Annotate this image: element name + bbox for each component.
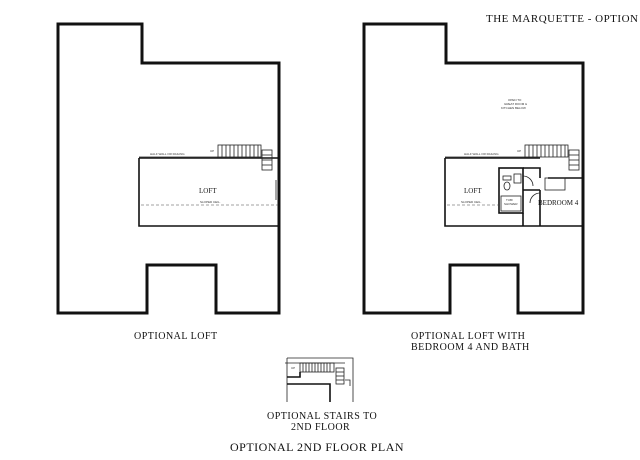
footer-title: OPTIONAL 2ND FLOOR PLAN bbox=[230, 440, 404, 454]
tub-icon bbox=[500, 195, 522, 212]
right-plan-caption-2: BEDROOM 4 AND BATH bbox=[411, 342, 530, 353]
right-plan-outline bbox=[362, 22, 585, 315]
plan-optional-loft: UP HALF WALL OR RAILING LOFT SLOPED CEIL… bbox=[56, 22, 281, 315]
left-plan-caption: OPTIONAL LOFT bbox=[134, 331, 218, 342]
svg-text:SHOWER: SHOWER bbox=[504, 202, 518, 206]
open-below-note-1: OPEN TO bbox=[508, 98, 522, 102]
left-plan-outline bbox=[56, 22, 281, 315]
toilet-icon bbox=[503, 181, 511, 191]
sink-icon bbox=[513, 173, 522, 184]
open-below-note-3: KITCHEN BELOW bbox=[501, 106, 526, 110]
bedroom-door-swing bbox=[529, 192, 541, 204]
right-sloped-ceiling-note: SLOPED CEIL. bbox=[461, 200, 482, 204]
right-railing-note: HALF WALL OR RAILING bbox=[464, 152, 499, 156]
plan-optional-stairs: UP bbox=[285, 357, 354, 402]
left-room-label-loft: LOFT bbox=[199, 187, 217, 195]
right-loft-area bbox=[444, 157, 583, 227]
right-room-label-loft: LOFT bbox=[464, 187, 482, 195]
svg-text:UP: UP bbox=[517, 149, 521, 153]
svg-text:UP: UP bbox=[291, 366, 295, 370]
stairs-caption-1: OPTIONAL STAIRS TO bbox=[267, 411, 377, 422]
right-room-label-bedroom: BEDROOM 4 bbox=[538, 199, 579, 207]
left-railing-note: HALF WALL OR RAILING bbox=[150, 152, 185, 156]
left-stairs: UP bbox=[210, 144, 273, 171]
svg-text:TUB/: TUB/ bbox=[506, 198, 513, 202]
open-below-note-2: GREAT ROOM & bbox=[504, 102, 527, 106]
stairs-plan-outline bbox=[286, 357, 354, 402]
svg-text:UP: UP bbox=[210, 149, 214, 153]
bedroom-walls bbox=[522, 167, 583, 226]
right-stairs: UP bbox=[517, 144, 580, 171]
bath: TUB/ SHOWER bbox=[498, 167, 524, 214]
bath-door-swing bbox=[522, 175, 534, 187]
stairs-flight: UP bbox=[291, 362, 345, 385]
stairs-caption-2: 2ND FLOOR bbox=[291, 422, 350, 433]
left-sloped-ceiling-note: SLOPED CEIL. bbox=[200, 200, 221, 204]
closet bbox=[544, 177, 566, 191]
sheet-title: THE MARQUETTE - OPTION bbox=[486, 13, 638, 25]
right-plan-caption-1: OPTIONAL LOFT WITH bbox=[411, 331, 525, 342]
plan-loft-with-bedroom: TUB/ SHOWER UP OPEN TO bbox=[362, 22, 585, 315]
